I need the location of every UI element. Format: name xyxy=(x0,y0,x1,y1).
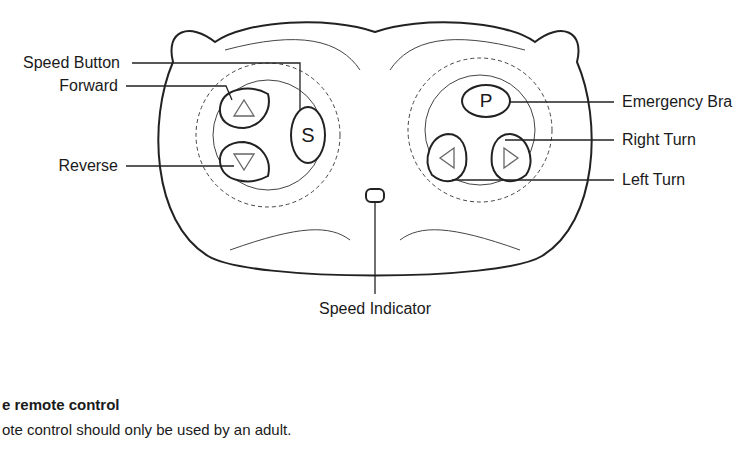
left-pad-ring xyxy=(196,63,340,207)
button-glyph: P xyxy=(480,90,493,112)
remote-button: P xyxy=(461,84,511,118)
leader-line xyxy=(126,165,234,166)
part-label: Reverse xyxy=(58,157,118,175)
left-arrow-icon xyxy=(440,148,454,168)
manual-text: ote control should only be used by an ad… xyxy=(2,421,291,439)
button-glyph: S xyxy=(301,124,314,146)
part-label: Forward xyxy=(59,77,118,95)
right-turn-button xyxy=(492,134,531,181)
reverse-arrow-icon xyxy=(234,154,254,170)
right-pad-inner xyxy=(425,75,535,185)
left-pad-inner xyxy=(213,80,323,190)
remote-button: S xyxy=(290,106,326,164)
part-label: Speed Indicator xyxy=(319,300,431,318)
left-turn-button xyxy=(428,134,467,181)
forward-button xyxy=(220,89,269,128)
part-label: Right Turn xyxy=(622,131,696,149)
right-arrow-icon xyxy=(504,148,518,168)
reverse-button xyxy=(220,142,269,181)
part-label: Left Turn xyxy=(622,171,685,189)
leader-line xyxy=(452,179,614,180)
manual-text: e remote control xyxy=(2,396,120,414)
leader-line xyxy=(374,203,375,294)
leader-line xyxy=(505,139,614,140)
leader-line xyxy=(508,101,614,102)
leader-line xyxy=(126,86,232,100)
part-label: Emergency Bra xyxy=(622,93,732,111)
forward-arrow-icon xyxy=(234,100,254,116)
part-label: Speed Button xyxy=(23,54,120,72)
speed-indicator xyxy=(366,189,384,202)
